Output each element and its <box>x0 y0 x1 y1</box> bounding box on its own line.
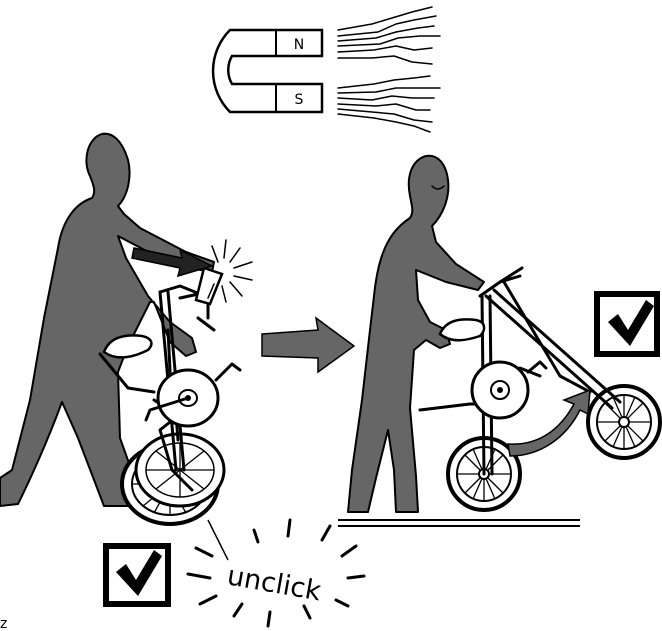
left-front-wheel <box>136 434 224 506</box>
magnetic-field-lines <box>338 7 440 132</box>
magnet-south-label: S <box>295 92 304 108</box>
transition-arrow-icon <box>262 318 354 372</box>
unclick-label: unclick <box>225 560 324 607</box>
left-checkmark-box <box>106 546 168 604</box>
horseshoe-magnet: N S <box>213 30 322 112</box>
magnet-north-label: N <box>294 37 304 53</box>
left-chainring <box>146 370 218 426</box>
right-checkmark-box <box>597 294 657 354</box>
right-chainring <box>472 362 528 418</box>
right-bike-seat <box>440 319 484 340</box>
corner-mark: z <box>0 616 7 631</box>
left-handlebar-grip <box>196 268 222 304</box>
ground-line <box>338 520 580 526</box>
